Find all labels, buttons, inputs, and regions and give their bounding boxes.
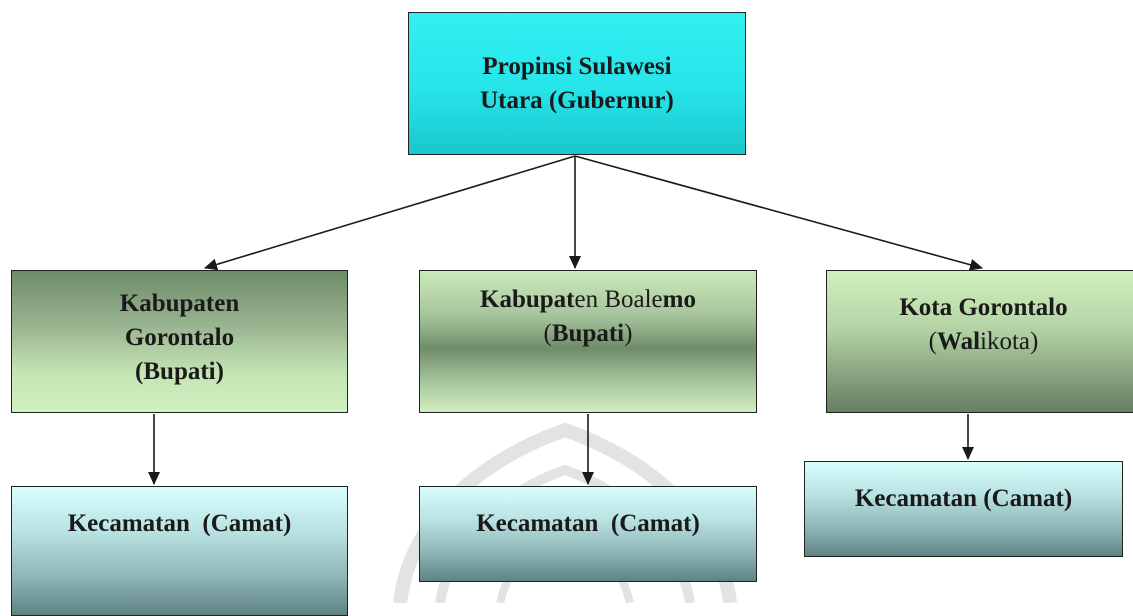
node-kab-boalemo-line1: Kabupaten Boalemo [480,283,696,317]
node-kecamatan-kota-label: Kecamatan (Camat) [854,485,1073,512]
node-kecamatan-boalemo-label: Kecamatan (Camat) [476,510,700,537]
arrow-top-to-kota-gorontalo [574,155,983,271]
node-propinsi-line2: Utara (Gubernur) [480,86,674,114]
node-kota-line1: Kota Gorontalo [899,294,1068,321]
node-kab-gorontalo-line3: (Bupati) [135,358,224,385]
node-kab-boalemo-l1-part-a: Kabupat [480,286,575,313]
node-kecamatan-gorontalo: Kecamatan (Camat) [11,486,348,616]
node-kecamatan-gorontalo-label: Kecamatan (Camat) [67,510,292,537]
node-kota-line2: (Walikota) [929,325,1039,359]
node-kab-boalemo-line2: (Bupati) [544,317,633,351]
node-kab-boalemo-l2-part-a: ( [543,320,552,347]
node-kota-l2-part-a: ( [928,328,937,355]
node-kabupaten-gorontalo: Kabupaten Gorontalo (Bupati) [11,270,348,413]
node-kab-boalemo-l2-part-c: ) [624,320,633,347]
node-kota-l2-part-c: ikota) [980,328,1039,355]
node-kota-gorontalo: Kota Gorontalo (Walikota) [826,270,1133,413]
node-kecamatan-kota: Kecamatan (Camat) [804,461,1123,557]
arrow-top-to-kab-gorontalo [204,155,576,271]
node-kab-gorontalo-line1: Kabupaten [119,290,240,317]
node-kecamatan-boalemo: Kecamatan (Camat) [419,486,757,582]
node-propinsi-sulawesi-utara: Propinsi Sulawesi Utara (Gubernur) [408,12,746,155]
node-kota-l2-part-b: Wal [936,328,981,355]
node-kab-boalemo-l2-part-b: Bupati [551,320,625,347]
node-kab-boalemo-l1-part-b: en Boale [574,286,663,313]
node-kab-boalemo-l1-part-c: mo [662,286,696,313]
node-propinsi-line1: Propinsi Sulawesi [482,52,672,80]
node-kabupaten-boalemo: Kabupaten Boalemo (Bupati) [419,270,757,413]
node-kab-gorontalo-line2: Gorontalo [124,324,235,351]
